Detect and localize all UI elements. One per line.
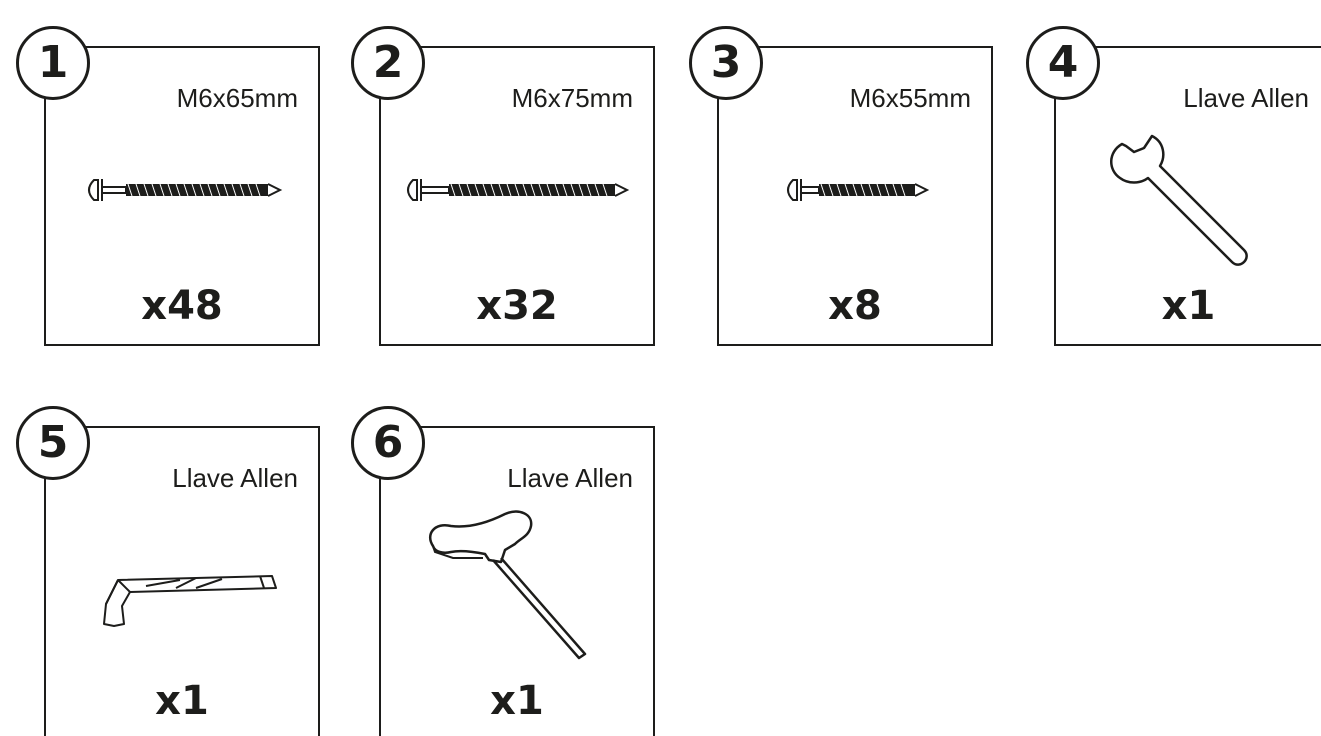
part-quantity: x1: [490, 678, 544, 724]
part-card-4: 4 Llave Allen x1: [1026, 26, 1321, 346]
open-end-wrench-icon: [1110, 134, 1248, 266]
part-quantity: x48: [141, 283, 223, 329]
bolt-65mm-icon: [88, 179, 283, 201]
part-quantity: x1: [155, 678, 209, 724]
part-number-badge: 1: [16, 26, 90, 100]
allen-key-icon: [103, 575, 277, 627]
part-number-badge: 4: [1026, 26, 1100, 100]
part-card-3: 3 M6x55mm x8: [689, 26, 993, 346]
part-quantity: x8: [828, 283, 882, 329]
part-quantity: x1: [1161, 283, 1216, 329]
part-number-badge: 3: [689, 26, 763, 100]
part-spec-label: M6x55mm: [849, 83, 971, 113]
part-spec-label: Llave Allen: [1183, 83, 1309, 113]
part-card-2: 2 M6x75mm x32: [351, 26, 655, 346]
part-card-6: 6 Llave Allen x1: [351, 406, 655, 736]
t-handle-hex-key-icon: [428, 510, 587, 660]
part-number-badge: 5: [16, 406, 90, 480]
part-number-badge: 2: [351, 26, 425, 100]
bolt-55mm-icon: [787, 179, 930, 201]
part-card-1: 1 M6x65mm x48: [16, 26, 320, 346]
part-spec-label: Llave Allen: [507, 463, 633, 493]
part-number-badge: 6: [351, 406, 425, 480]
part-spec-label: M6x75mm: [511, 83, 633, 113]
bolt-75mm-icon: [407, 179, 630, 201]
part-spec-label: Llave Allen: [172, 463, 298, 493]
part-spec-label: M6x65mm: [176, 83, 298, 113]
part-quantity: x32: [476, 283, 558, 329]
part-card-5: 5 Llave Allen x1: [16, 406, 320, 736]
